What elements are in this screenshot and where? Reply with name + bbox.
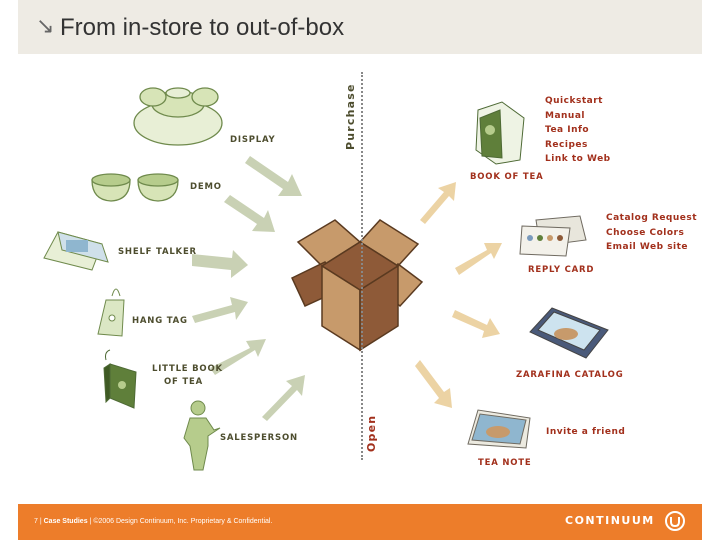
arrow-hangtag (192, 297, 248, 323)
open-box-illustration (291, 219, 424, 352)
footer-bar (18, 504, 702, 540)
hang-tag-icon (97, 288, 125, 337)
arrow-littlebook (210, 339, 266, 375)
arrow-display (245, 156, 302, 196)
open-label: Open (365, 414, 378, 452)
outbound-arrows (415, 182, 502, 408)
footer-page-number: 7 (34, 518, 38, 525)
title-arrow-icon: ↘ (36, 14, 55, 39)
zarafina-catalog-icon (529, 307, 609, 359)
purchase-open-divider (361, 72, 363, 460)
inbound-arrows (192, 156, 305, 421)
arrow-demo (224, 195, 275, 232)
tea-note-list: Invite a friend (546, 425, 625, 440)
list-item: Quickstart (545, 96, 603, 106)
label-book-of-tea: BOOK OF TEA (470, 172, 544, 182)
label-zarafina-catalog: ZARAFINA CATALOG (516, 370, 624, 380)
label-salesperson: SALESPERSON (220, 433, 298, 443)
arrow-salesperson (262, 375, 305, 421)
list-item: Email Web site (606, 242, 689, 252)
continuum-logo-icon (665, 511, 685, 531)
reply-card-icon (519, 215, 587, 257)
teapot-display-icon (133, 87, 223, 146)
label-tea-note: TEA NOTE (478, 458, 532, 468)
label-shelf-talker: SHELF TALKER (118, 247, 197, 257)
footer-text: 7 | Case Studies | ©2006 Design Continuu… (34, 518, 273, 525)
arrow-teanote (415, 360, 452, 408)
teacups-demo-icon (91, 173, 179, 202)
brand-wordmark: CONTINUUM (565, 514, 655, 527)
tea-note-icon (467, 409, 531, 449)
purchase-label: Purchase (344, 83, 357, 150)
list-item: Tea Info (545, 125, 590, 135)
reply-card-list: Catalog Request Choose Colors Email Web … (606, 211, 697, 255)
label-little-book-line1: LITTLE BOOK (152, 364, 223, 374)
book-of-tea-icon (475, 101, 525, 165)
label-little-book-line2: OF TEA (164, 377, 203, 387)
little-book-icon (103, 349, 137, 409)
footer-section: Case Studies (43, 518, 88, 525)
book-of-tea-list: Quickstart Manual Tea Info Recipes Link … (545, 94, 611, 167)
header-bar (18, 0, 702, 54)
list-item: Invite a friend (546, 427, 626, 437)
arrow-catalog (452, 310, 500, 338)
list-item: Catalog Request (606, 213, 698, 223)
shelf-talker-icon (43, 231, 109, 271)
list-item: Link to Web (545, 154, 611, 164)
list-item: Manual (545, 110, 586, 121)
label-demo: DEMO (190, 182, 222, 192)
label-reply-card: REPLY CARD (528, 265, 595, 275)
salesperson-icon (183, 400, 221, 471)
arrow-reply (455, 243, 502, 275)
page-title: From in-store to out-of-box (60, 14, 345, 41)
arrow-shelf (192, 250, 248, 278)
list-item: Choose Colors (606, 227, 685, 238)
list-item: Recipes (545, 139, 588, 150)
label-hang-tag: HANG TAG (132, 316, 188, 326)
footer-copyright: ©2006 Design Continuum, Inc. Proprietary… (93, 518, 273, 525)
arrow-book (420, 182, 456, 224)
label-display: DISPLAY (230, 135, 276, 145)
